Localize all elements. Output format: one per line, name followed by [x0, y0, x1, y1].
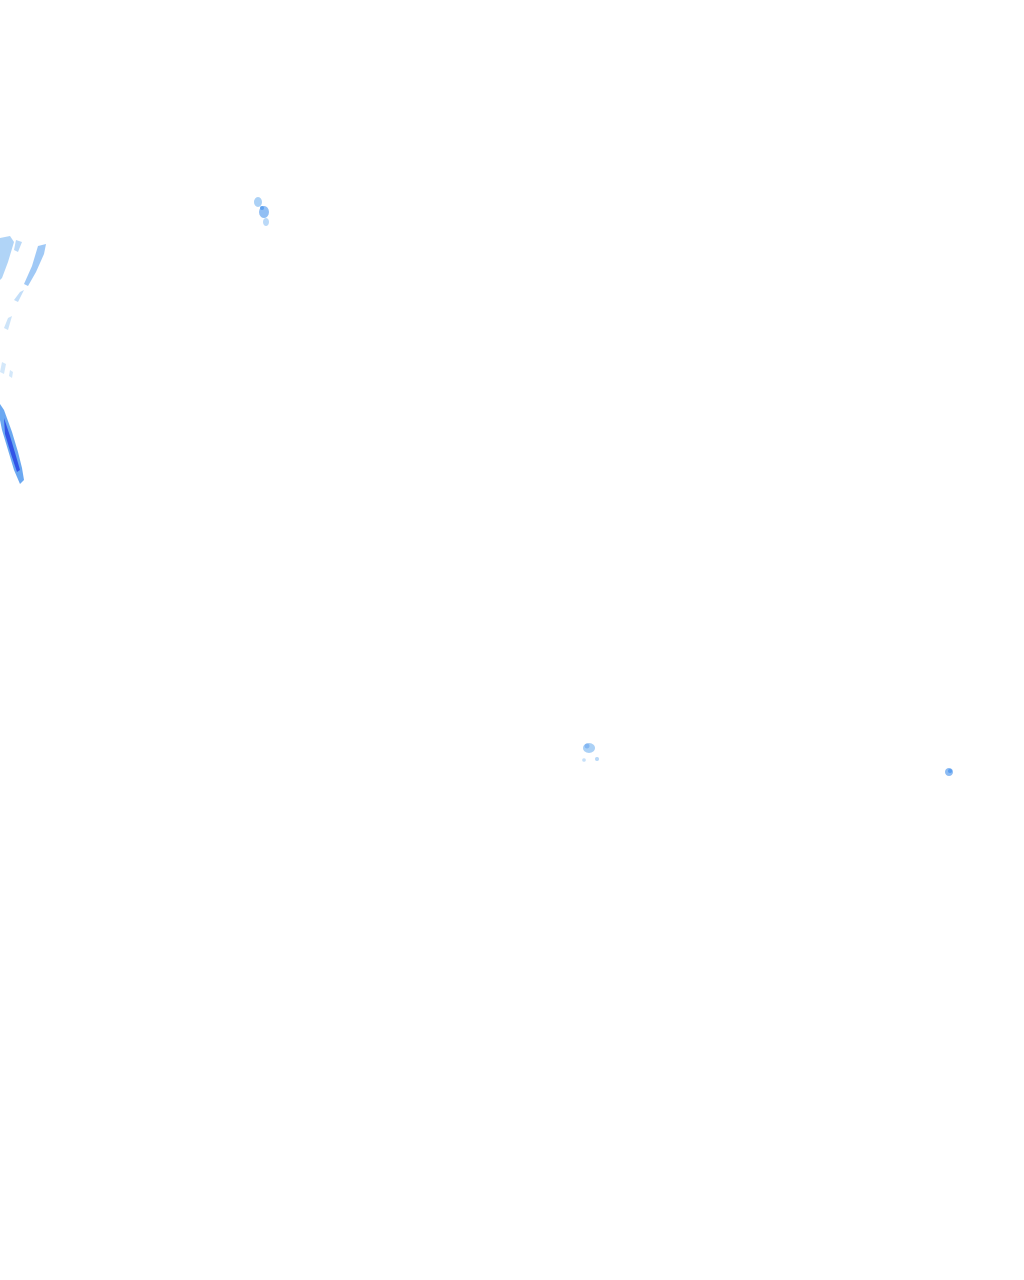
echo-cell-upper-left [254, 197, 269, 226]
echo-band-left-edge [0, 236, 46, 484]
echo-cell-right [945, 768, 953, 776]
echo-cell-center [582, 743, 599, 762]
